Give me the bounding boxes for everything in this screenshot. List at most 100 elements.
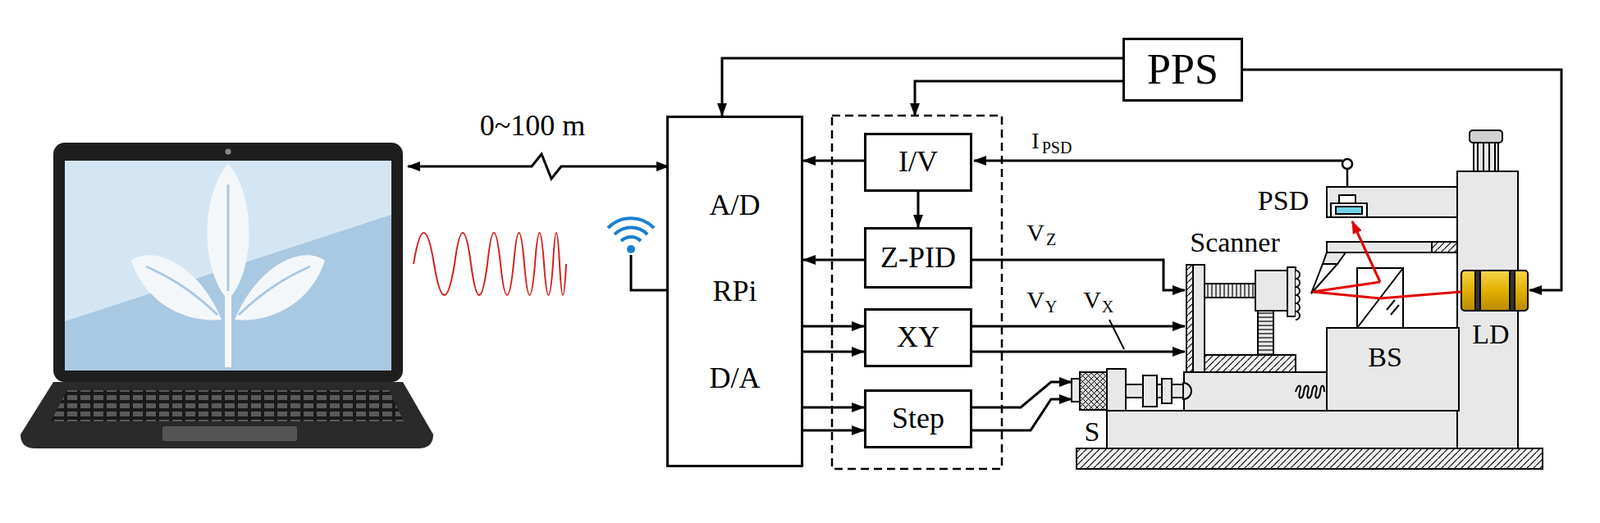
cantilever-chip (1322, 252, 1346, 265)
psd-sensor (1330, 203, 1367, 218)
signal-arrow (803, 325, 864, 329)
trackpad (162, 426, 298, 442)
driver-box: Step (864, 389, 973, 449)
psd-clip (1339, 195, 1356, 204)
signal-arrow (917, 192, 920, 228)
scanner-bar (1204, 355, 1296, 373)
plant-logo (131, 164, 325, 368)
vein (146, 266, 218, 316)
signal-arrow (803, 429, 864, 433)
part-name: PSD (1257, 187, 1309, 215)
sample-mount (1287, 267, 1296, 317)
spring (1295, 386, 1325, 399)
beam (1352, 221, 1381, 283)
beam (1380, 292, 1462, 299)
vein (227, 184, 230, 292)
wifi-arc (614, 228, 648, 235)
scanner-base (1184, 372, 1327, 412)
signal-name: V (1026, 220, 1045, 246)
signal-arrow (803, 351, 864, 354)
wifi-dot (626, 245, 636, 254)
wifi-arc (608, 218, 654, 229)
box-label: I/V (898, 145, 938, 179)
ld-band (1509, 270, 1515, 311)
beam (1312, 292, 1381, 299)
splitter-marks (1386, 300, 1399, 316)
distance-label: 0~100 m (480, 110, 586, 141)
psd-window (1335, 206, 1363, 215)
screw-ball (1183, 383, 1192, 400)
ld-band (1475, 270, 1481, 311)
box-label: XY (896, 320, 940, 355)
box-label: D/A (668, 361, 801, 396)
knob-cap (1469, 130, 1503, 143)
pid-box: Z-PID (864, 227, 973, 289)
vy-wire (972, 325, 1185, 329)
dashed-enclosure (832, 115, 1002, 470)
leaf (131, 255, 222, 320)
sample (1295, 270, 1300, 320)
signal-subscript: X (1101, 298, 1114, 316)
z-piezo (1257, 310, 1274, 356)
driver-box: XY (864, 308, 973, 368)
laptop-screen (64, 160, 392, 371)
box-label: A/D (668, 188, 801, 223)
platform (1106, 411, 1458, 449)
step-wire (972, 382, 1072, 408)
laser-beam (1312, 221, 1462, 299)
wireless-link (407, 154, 669, 179)
holder-clamp (1431, 242, 1458, 253)
part-name: BS (1367, 343, 1403, 372)
step-wire (972, 399, 1072, 431)
leaf-veins (146, 184, 311, 316)
screw-nut (1161, 379, 1172, 404)
knob-shaft (1473, 139, 1499, 172)
controller-box: A/D RPiD/A (666, 115, 804, 468)
part-name: S (1084, 418, 1101, 447)
scanner-block (1255, 270, 1288, 311)
vein (238, 266, 311, 316)
signal-arrow (803, 160, 864, 163)
signal-subscript: Z (1046, 231, 1056, 248)
sine-wave (413, 233, 567, 296)
box-label: RPi (668, 274, 801, 309)
wifi-icon (608, 218, 654, 254)
leader-line (1109, 320, 1125, 350)
signal-arrow (803, 259, 864, 262)
screw-tab (1071, 379, 1080, 403)
knob-ridges (1477, 142, 1495, 172)
signal-name: V (1026, 288, 1045, 313)
leaf (207, 164, 250, 301)
laptop (20, 142, 434, 449)
converter-box: I/V (864, 132, 973, 192)
afm-head (1071, 130, 1543, 470)
laptop-base (20, 382, 434, 449)
x-piezo (1204, 283, 1256, 298)
signal-arrow (803, 406, 864, 410)
cantilever-holder (1326, 242, 1458, 253)
leaf (234, 255, 325, 320)
laptop-lid (53, 142, 403, 383)
power-wire (914, 81, 1123, 116)
signal-name: V (1083, 288, 1102, 313)
vx-wire (972, 351, 1185, 354)
keyboard (50, 390, 404, 422)
screw-knob (1079, 372, 1111, 411)
psd-arm (1326, 187, 1458, 218)
signal-subscript: PSD (1042, 139, 1073, 156)
box-label: Z-PID (880, 241, 956, 275)
wire-terminal (1342, 159, 1353, 170)
signal-arrow (722, 58, 1123, 116)
box-label: Step (891, 402, 945, 436)
part-name: LD (1472, 320, 1509, 349)
beam (1312, 282, 1381, 293)
vz-wire (972, 260, 1185, 291)
base-plate (1076, 448, 1543, 470)
part-name: Scanner (1189, 228, 1280, 257)
laser-diode (1461, 270, 1528, 311)
power-supply-box: PPS (1122, 37, 1244, 102)
signal-name: I (1031, 129, 1039, 153)
laptop-camera (225, 149, 232, 156)
screw-plate (1106, 369, 1126, 412)
